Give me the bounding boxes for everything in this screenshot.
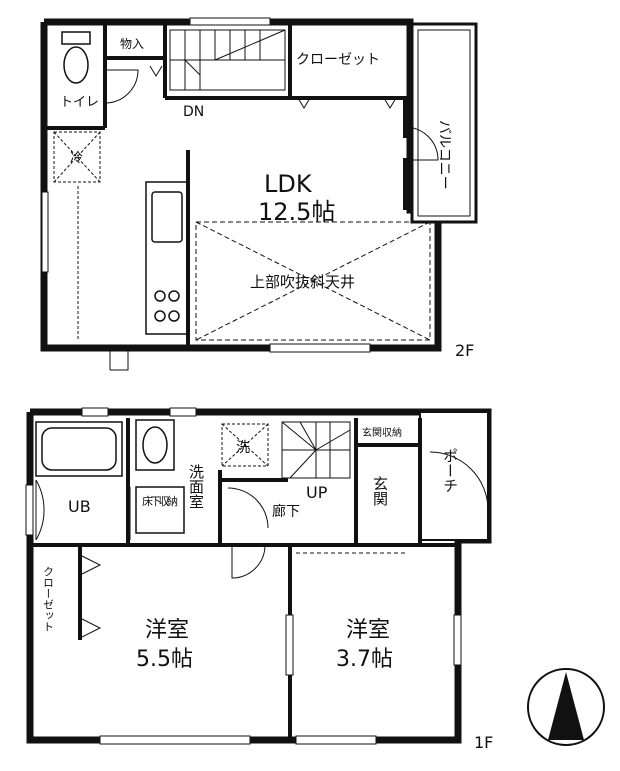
ldk-name: LDK xyxy=(264,170,313,198)
underfloor-storage-box xyxy=(135,486,185,534)
2f-interior-walls xyxy=(44,22,410,348)
2f-labels: トイレ 物入 クローゼット DN バルコニー 冷 LDK 12.5帖 上部吹抜斜… xyxy=(60,37,474,360)
2f-doors xyxy=(104,69,439,371)
ldk-size: 12.5帖 xyxy=(258,198,335,226)
toilet-fixture xyxy=(61,31,91,84)
closet-label-2f: クローゼット xyxy=(296,52,380,68)
fridge-label: 冷 xyxy=(70,151,83,166)
washroom-label: 洗面室 xyxy=(187,464,205,509)
balcony xyxy=(410,22,478,224)
fridge-space xyxy=(53,131,101,183)
ub-label: UB xyxy=(68,497,91,516)
toilet-label: トイレ xyxy=(60,95,99,110)
up-label: UP xyxy=(306,483,328,502)
washer-space xyxy=(221,423,269,467)
western-room-1-size: 5.5帖 xyxy=(136,647,193,672)
floor-1f: 洗 洗面室 UB 床下収納 UP 廊下 玄関収納 玄関 ポーチ クローゼット 洋… xyxy=(25,407,494,752)
down-label: DN xyxy=(183,104,204,120)
hallway-label: 廊下 xyxy=(272,503,300,520)
underfloor-storage-label: 床下収納 xyxy=(142,494,178,508)
1f-closet-doors xyxy=(79,554,102,639)
washbasin xyxy=(135,419,175,471)
void-area xyxy=(195,221,431,341)
closet-doors xyxy=(149,65,397,109)
storage-label: 物入 xyxy=(120,37,144,51)
entrance-storage-label: 玄関収納 xyxy=(362,426,402,439)
balcony-label: バルコニー xyxy=(436,120,452,190)
western-room-2-size: 3.7帖 xyxy=(336,647,393,672)
north-arrow-icon xyxy=(527,668,605,746)
wash-symbol-label: 洗 xyxy=(236,440,250,456)
entrance-label: 玄関 xyxy=(371,476,389,507)
1f-stairs xyxy=(281,421,351,479)
void-label: 上部吹抜斜天井 xyxy=(250,273,355,291)
western-room-2-label: 洋室 xyxy=(346,618,390,643)
1f-windows xyxy=(25,407,462,745)
floor-2f-label: 2F xyxy=(455,341,474,360)
bathtub xyxy=(35,421,123,477)
floor-1f-label: 1F xyxy=(474,733,493,752)
western-room-1-label: 洋室 xyxy=(145,618,189,643)
porch-label: ポーチ xyxy=(441,448,459,493)
2f-stairs xyxy=(169,29,286,91)
closet-label-1f: クローゼット xyxy=(42,566,55,632)
1f-labels: 洗 洗面室 UB 床下収納 UP 廊下 玄関収納 玄関 ポーチ クローゼット 洋… xyxy=(42,426,494,752)
floor-2f: トイレ 物入 クローゼット DN バルコニー 冷 LDK 12.5帖 上部吹抜斜… xyxy=(40,17,478,371)
kitchen-counter xyxy=(145,181,189,335)
2f-windows xyxy=(41,17,371,353)
